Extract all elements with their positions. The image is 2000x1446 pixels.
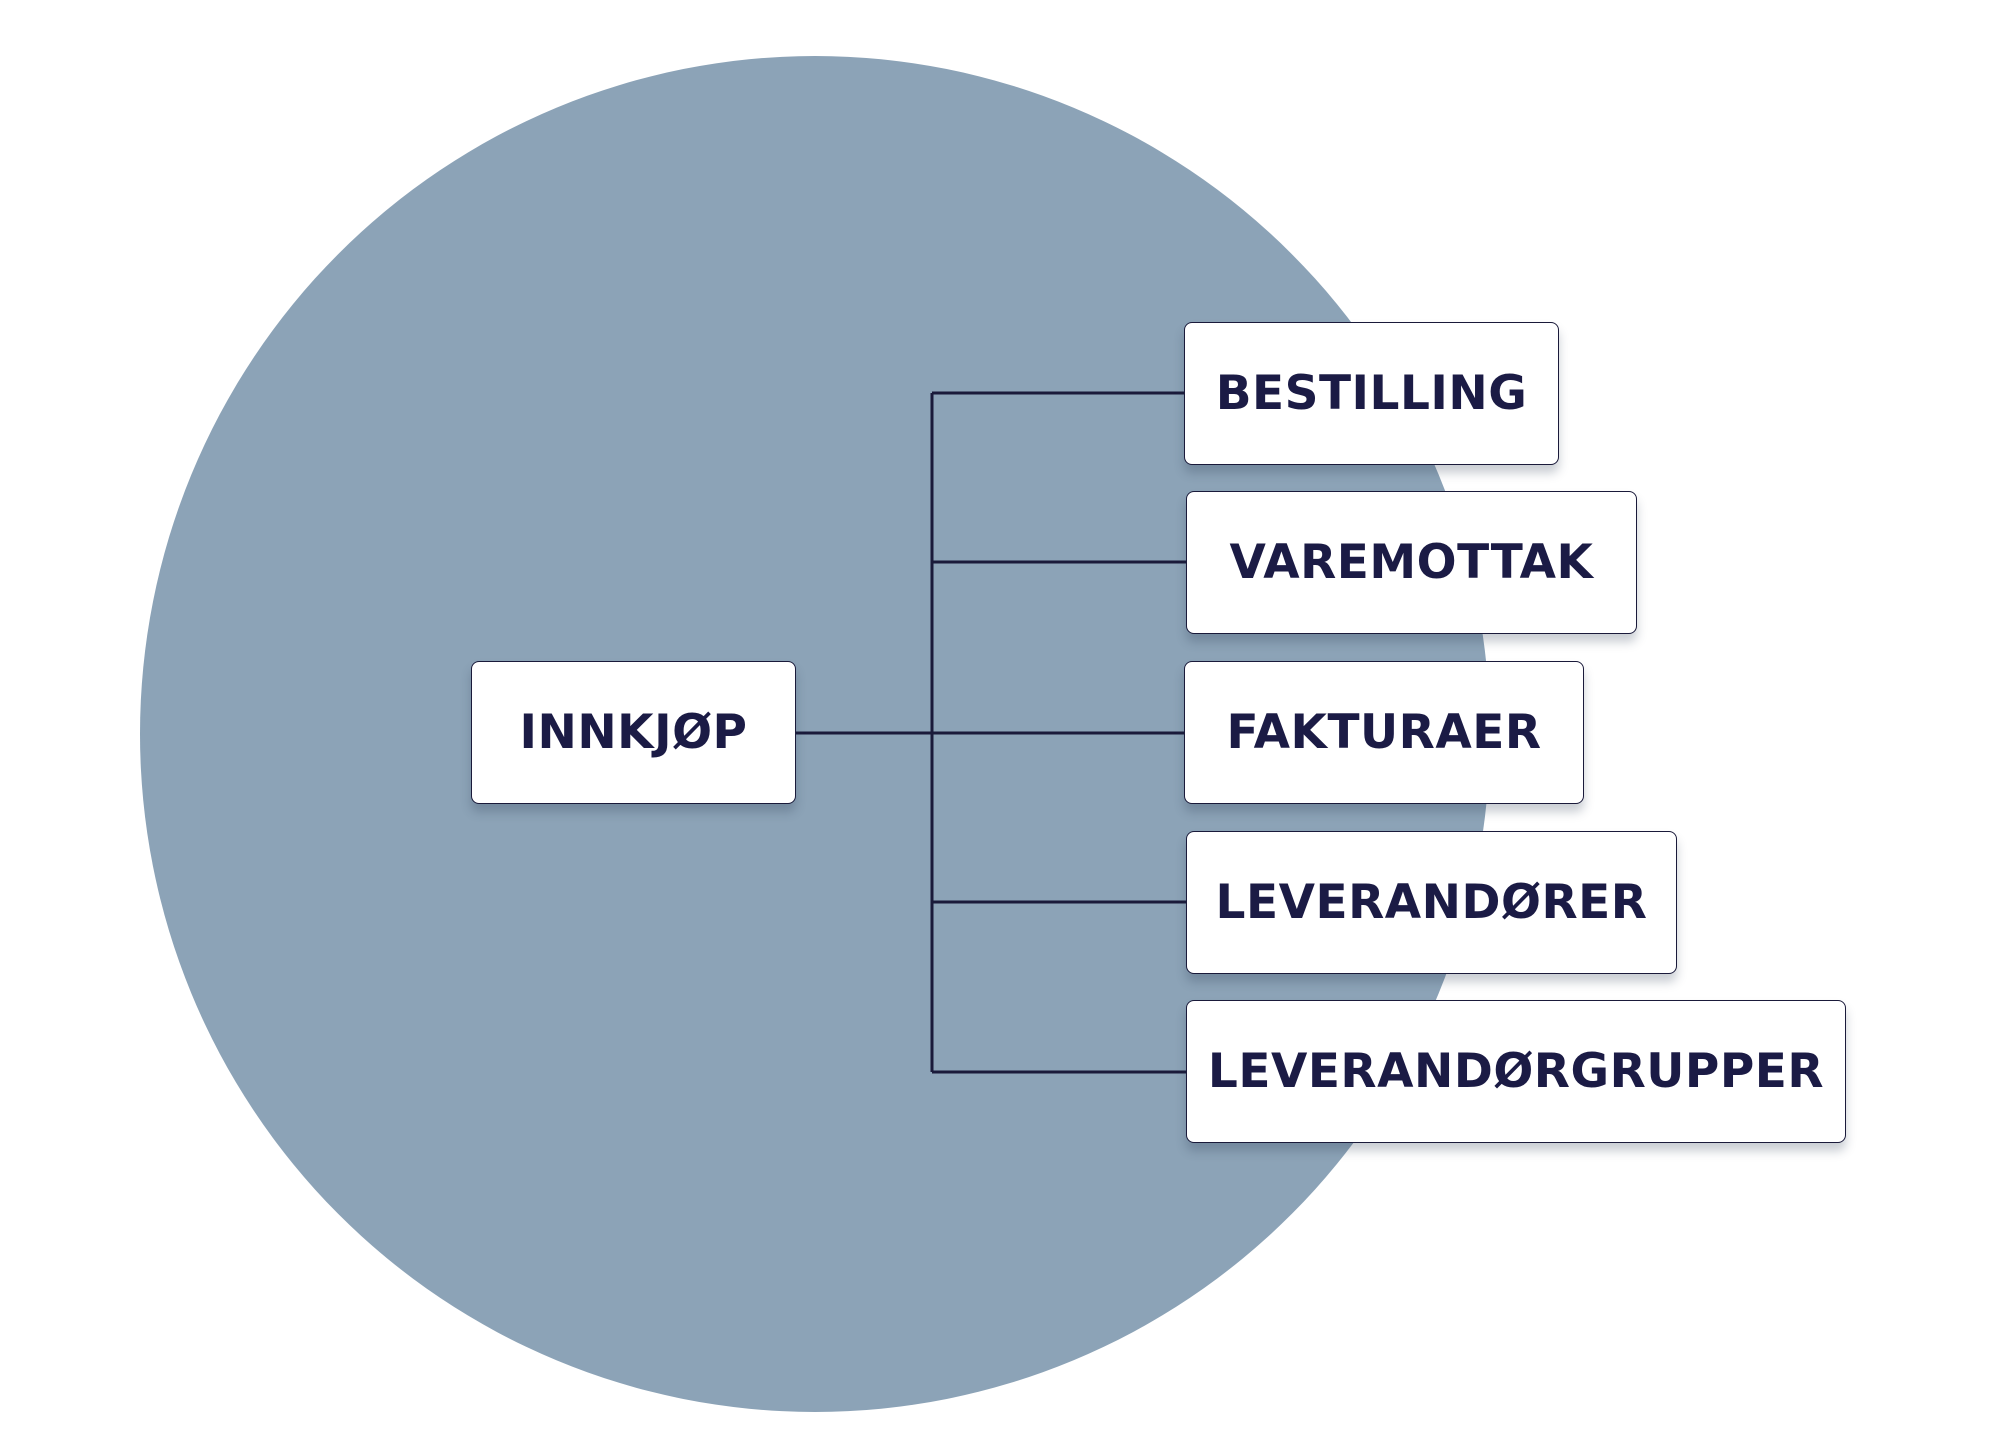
node-bestilling: BESTILLING	[1184, 322, 1559, 465]
connector-lines	[796, 391, 1186, 1074]
node-innkjop-label: INNKJØP	[519, 705, 748, 760]
node-fakturaer: FAKTURAER	[1184, 661, 1584, 804]
node-leverandorgrupper-label: LEVERANDØRGRUPPER	[1207, 1044, 1825, 1099]
node-fakturaer-label: FAKTURAER	[1226, 705, 1542, 760]
node-varemottak: VAREMOTTAK	[1186, 491, 1637, 634]
node-leverandorgrupper: LEVERANDØRGRUPPER	[1186, 1000, 1846, 1143]
node-leverandorer-label: LEVERANDØRER	[1215, 875, 1648, 930]
node-leverandorer: LEVERANDØRER	[1186, 831, 1677, 974]
node-innkjop: INNKJØP	[471, 661, 796, 804]
node-varemottak-label: VAREMOTTAK	[1229, 535, 1594, 590]
node-bestilling-label: BESTILLING	[1215, 366, 1528, 421]
